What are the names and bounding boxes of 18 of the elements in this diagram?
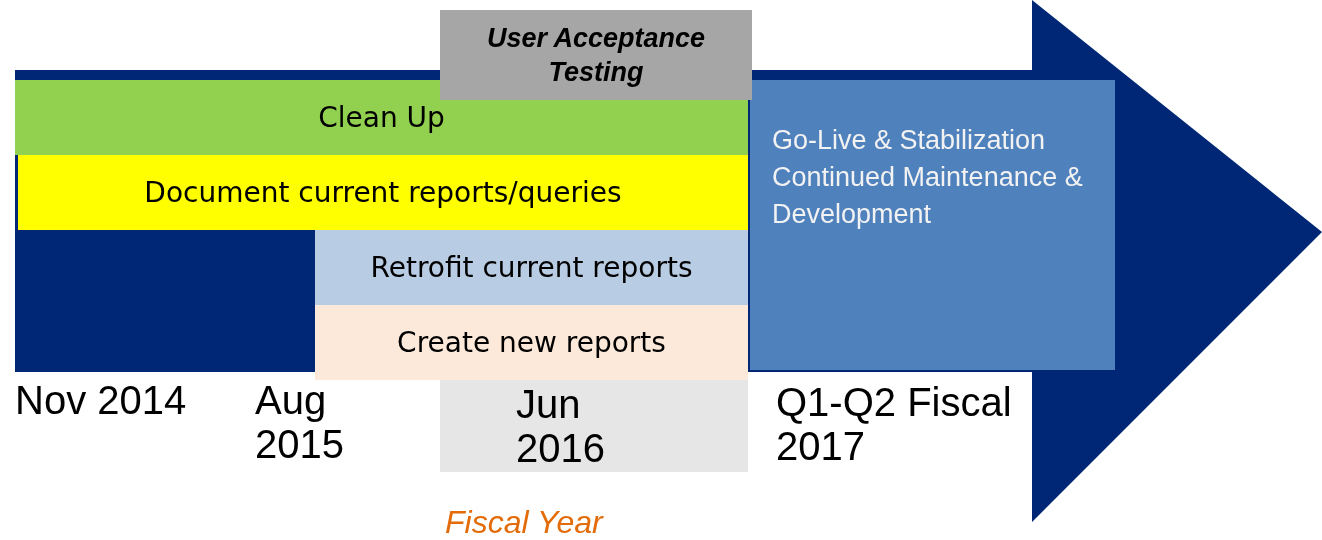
phase-box — [440, 10, 752, 100]
axis-title: Fiscal Year — [445, 503, 605, 540]
task-label: Clean Up — [318, 101, 445, 134]
phase-title: User Acceptance Testing — [485, 22, 707, 89]
date-label: Nov 2014 — [15, 378, 188, 422]
task-label: Create new reports — [397, 326, 666, 359]
phase-text: Go-Live & Stabilization — [772, 124, 1046, 157]
task-bar — [315, 230, 748, 305]
task-bar — [315, 305, 748, 380]
date-label: Aug 2015 — [255, 378, 345, 466]
task-bar — [18, 155, 748, 230]
date-label: Q1-Q2 Fiscal 2017 — [776, 380, 1013, 468]
date-label: Jun 2016 — [516, 382, 606, 470]
phase-text: Continued Maintenance & Development — [772, 161, 1084, 231]
task-label: Document current reports/queries — [144, 176, 622, 209]
date-box — [440, 380, 748, 472]
phase-box — [750, 80, 1115, 370]
task-label: Retrofit current reports — [370, 251, 693, 284]
